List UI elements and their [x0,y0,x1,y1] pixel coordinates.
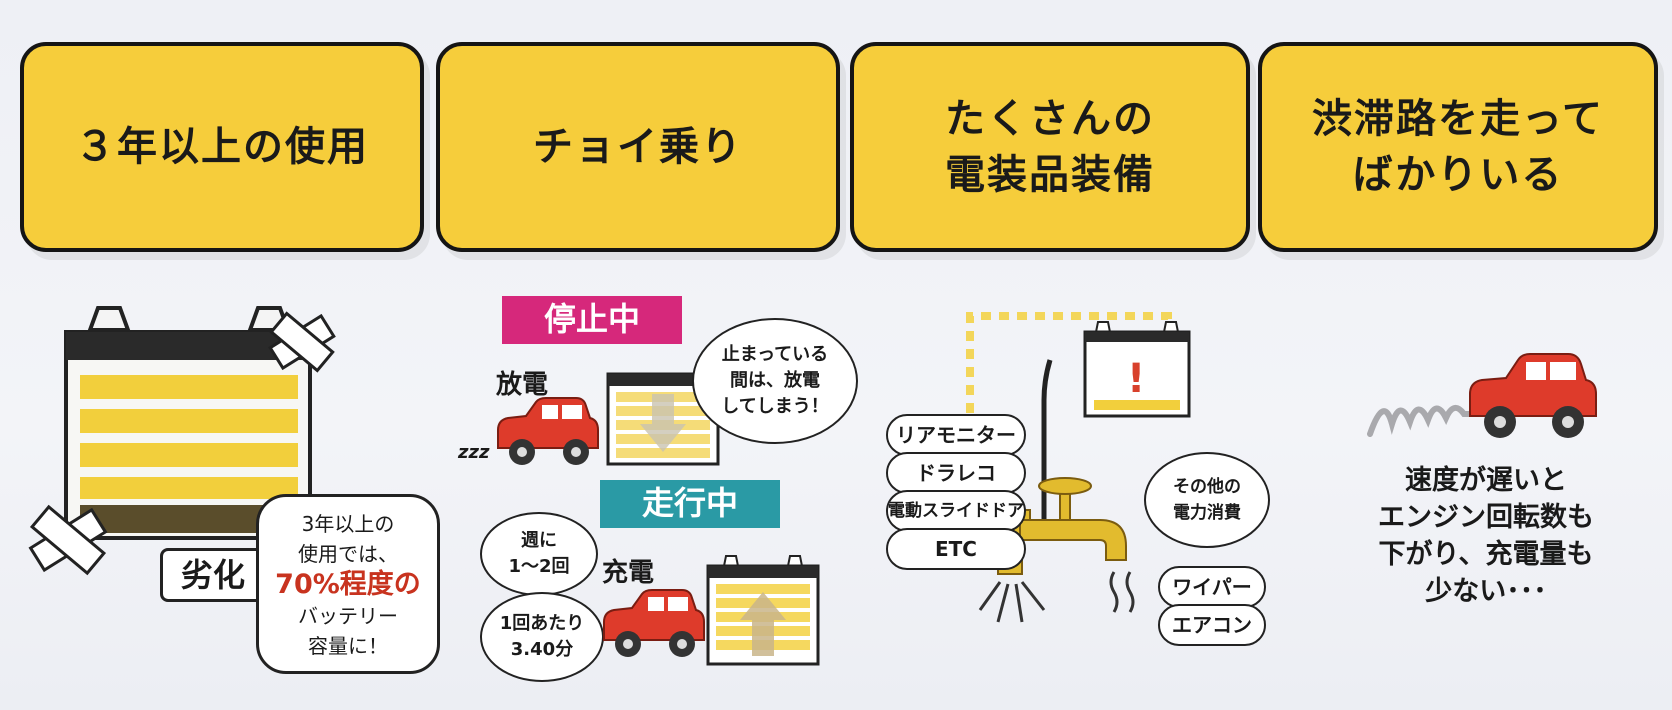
charge-label: 充電 [602,558,655,588]
driving-tag: 走行中 [600,480,780,528]
warning-battery-icon [1083,321,1191,418]
header-text-4: 渋滞路を走って ばかりいる [1312,96,1604,198]
weekly-bubble: 週に 1〜2回 [480,512,598,596]
stop-discharge-bubble: 止まっている 間は、放電 してしまう！ [692,318,858,444]
capacity-line-1: 3年以上の [301,512,395,536]
header-box-1: ３年以上の使用 [20,42,424,252]
driving-car-icon [603,589,705,657]
stop-discharge-text: 止まっている 間は、放電 してしまう！ [721,344,829,417]
header-box-4: 渋滞路を走って ばかりいる [1258,42,1658,252]
charging-battery-icon [706,555,820,666]
degraded-label: 劣化 [180,556,245,594]
zzz-label: zzz [458,442,490,463]
capacity-line-5: 容量に！ [308,634,388,658]
trip-time-bubble: 1回あたり 3.40分 [480,592,604,682]
load-pill-rear-monitor: リアモニター [886,414,1026,456]
other-power-text: その他の 電力消費 [1173,477,1241,523]
weekly-text: 週に 1〜2回 [508,530,570,577]
degraded-battery-icon [28,306,336,576]
other-power-bubble: その他の 電力消費 [1144,452,1270,548]
load-pill-aircon: エアコン [1158,604,1266,646]
trip-time-text: 1回あたり 3.40分 [499,613,585,660]
parked-car-icon [497,397,599,465]
degraded-label-box: 劣化 [160,548,266,602]
load-pill-wiper: ワイパー [1158,566,1266,608]
scribble-road-icon [1367,405,1481,437]
header-text-3: たくさんの 電装品装備 [945,96,1155,198]
header-box-2: チョイ乗り [436,42,840,252]
capacity-line-2: 使用では、 [298,542,398,566]
load-pill-etc: ETC [886,528,1026,570]
discharging-battery-icon [606,372,720,466]
warning-mark: ! [1127,356,1146,402]
stopped-tag: 停止中 [502,296,682,344]
header-box-3: たくさんの 電装品装備 [850,42,1250,252]
slow-car-icon [1469,353,1597,438]
header-text-1: ３年以上の使用 [75,124,369,170]
load-pill-power-slide-door: 電動スライドドア [886,490,1026,532]
slow-traffic-caption: 速度が遅いと エンジン回転数も 下がり、充電量も 少ない･･･ [1378,465,1594,607]
discharge-label: 放電 [496,370,549,400]
load-pill-dashcam: ドラレコ [886,452,1026,494]
capacity-bubble: 3年以上の 使用では、 70%程度の バッテリー 容量に！ [256,494,440,674]
capacity-line-4: バッテリー [298,604,398,628]
header-text-2: チョイ乗り [533,124,743,170]
capacity-highlight: 70%程度の [275,569,421,600]
